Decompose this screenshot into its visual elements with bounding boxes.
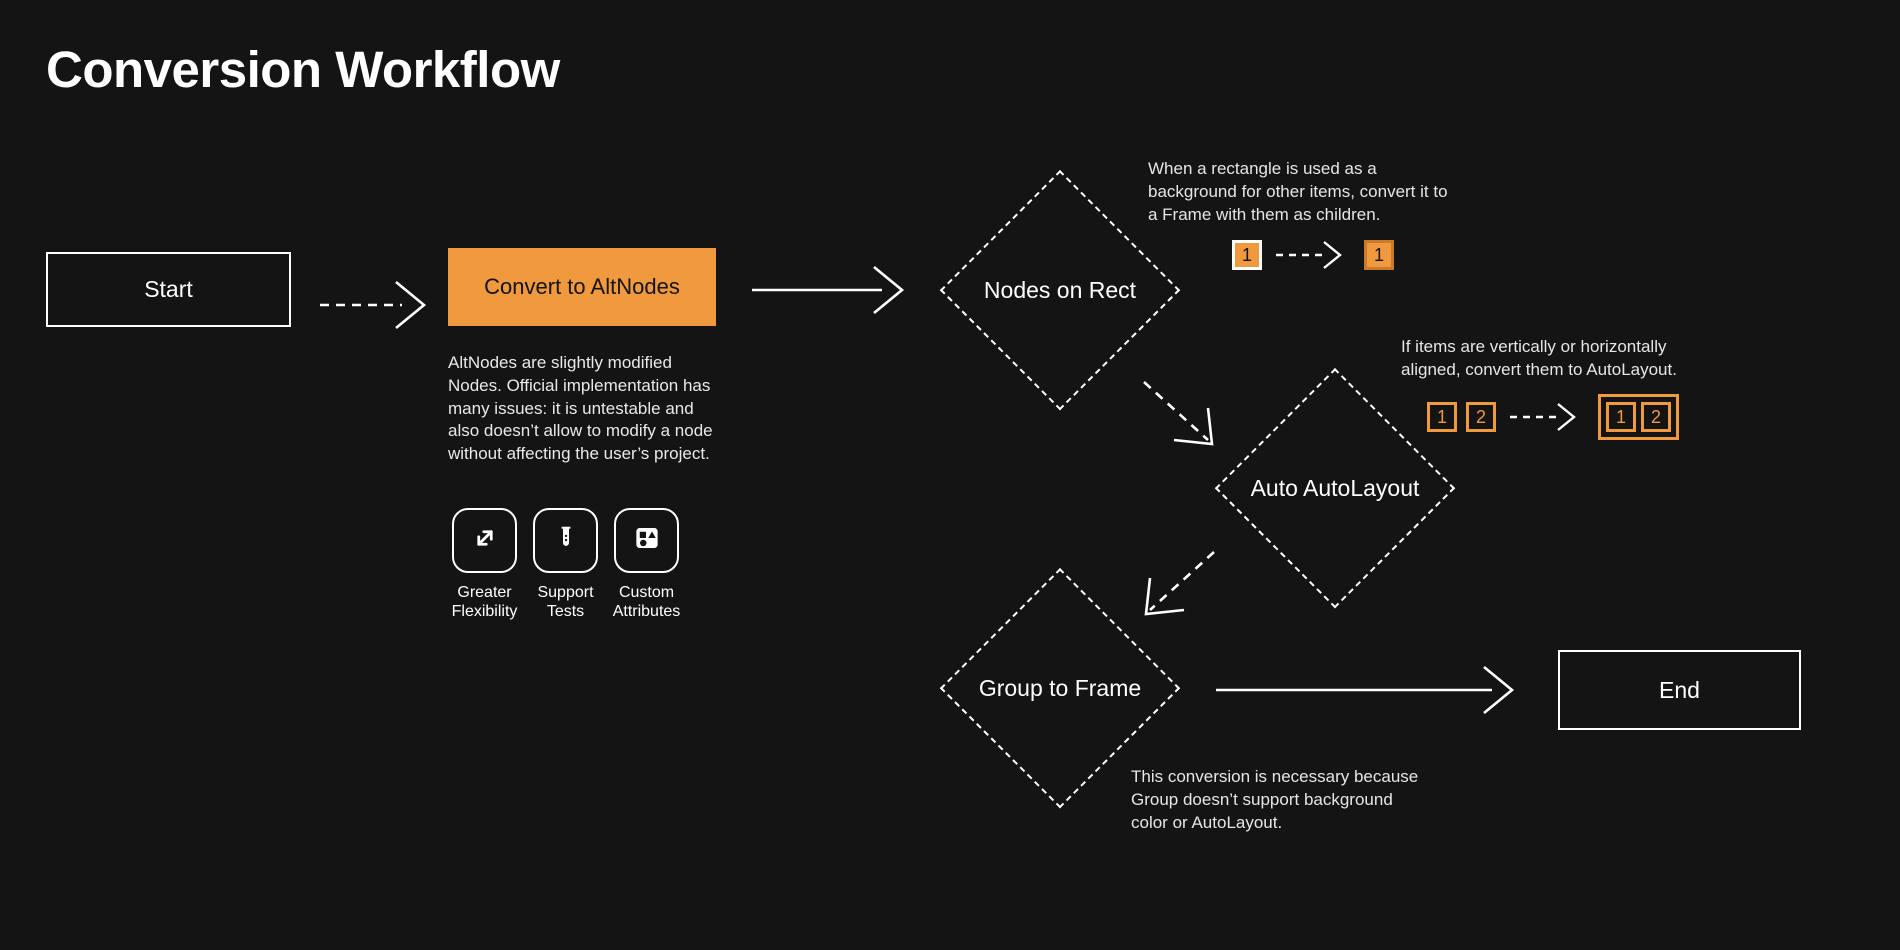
annotation-nodes-on-rect: When a rectangle is used as a background… xyxy=(1148,159,1448,224)
badge-after-2: 2 xyxy=(1641,402,1671,432)
page-title: Conversion Workflow xyxy=(46,41,560,98)
arrow-convert-to-nodes-on-rect xyxy=(752,265,905,315)
mini-arrow-icon xyxy=(1276,241,1342,269)
arrow-autolayout-to-group-to-frame xyxy=(1144,551,1215,616)
node-start-label: Start xyxy=(144,276,193,302)
badge-row-nodes-on-rect: 1 1 xyxy=(1232,240,1394,270)
badge-group-after: 1 2 xyxy=(1598,394,1679,440)
annotation-group-to-frame: This conversion is necessary because Gro… xyxy=(1131,767,1419,832)
node-nodes-on-rect-label: Nodes on Rect xyxy=(983,276,1137,303)
node-auto-autolayout-label: Auto AutoLayout xyxy=(1250,474,1420,501)
node-end[interactable]: End xyxy=(1558,650,1801,730)
node-convert-to-altnodes[interactable]: Convert to AltNodes xyxy=(448,248,716,326)
shapes-icon xyxy=(632,523,662,558)
feature-label: Custom Attributes xyxy=(612,584,681,621)
arrow-nodes-on-rect-to-autolayout xyxy=(1143,381,1214,446)
annotation-auto-autolayout: If items are vertically or horizontally … xyxy=(1401,337,1677,379)
feature-custom-attributes[interactable]: Custom Attributes xyxy=(612,508,681,621)
feature-support-tests[interactable]: Support Tests xyxy=(533,508,598,621)
node-start[interactable]: Start xyxy=(46,252,291,327)
badge-before-2: 2 xyxy=(1466,402,1496,432)
feature-greater-flexibility[interactable]: Greater Flexibility xyxy=(452,508,517,621)
badge-before-1: 1 xyxy=(1232,240,1262,270)
node-end-label: End xyxy=(1659,676,1700,703)
node-group-to-frame-label: Group to Frame xyxy=(978,674,1142,701)
feature-card-list: Greater Flexibility Support Tests xyxy=(452,508,681,621)
node-group-to-frame[interactable]: Group to Frame xyxy=(940,568,1180,808)
feature-card-frame xyxy=(614,508,679,573)
test-tube-icon xyxy=(551,523,581,558)
arrow-start-to-convert xyxy=(320,280,427,330)
node-nodes-on-rect[interactable]: Nodes on Rect xyxy=(940,170,1180,410)
badge-after-1: 1 xyxy=(1606,402,1636,432)
feature-label: Support Tests xyxy=(537,584,594,621)
node-convert-label: Convert to AltNodes xyxy=(484,274,680,299)
badge-before-1: 1 xyxy=(1427,402,1457,432)
feature-card-frame xyxy=(533,508,598,573)
expand-arrows-icon xyxy=(470,523,500,558)
badge-after-1: 1 xyxy=(1364,240,1394,270)
mini-arrow-icon xyxy=(1510,403,1576,431)
feature-card-frame xyxy=(452,508,517,573)
arrow-group-to-frame-to-end xyxy=(1216,665,1515,715)
badge-pair-before: 1 2 xyxy=(1427,402,1496,432)
node-auto-autolayout[interactable]: Auto AutoLayout xyxy=(1215,368,1455,608)
feature-label: Greater Flexibility xyxy=(451,584,518,621)
badge-row-auto-autolayout: 1 2 1 2 xyxy=(1427,394,1679,440)
altnodes-description: AltNodes are slightly modified Nodes. Of… xyxy=(448,353,713,464)
